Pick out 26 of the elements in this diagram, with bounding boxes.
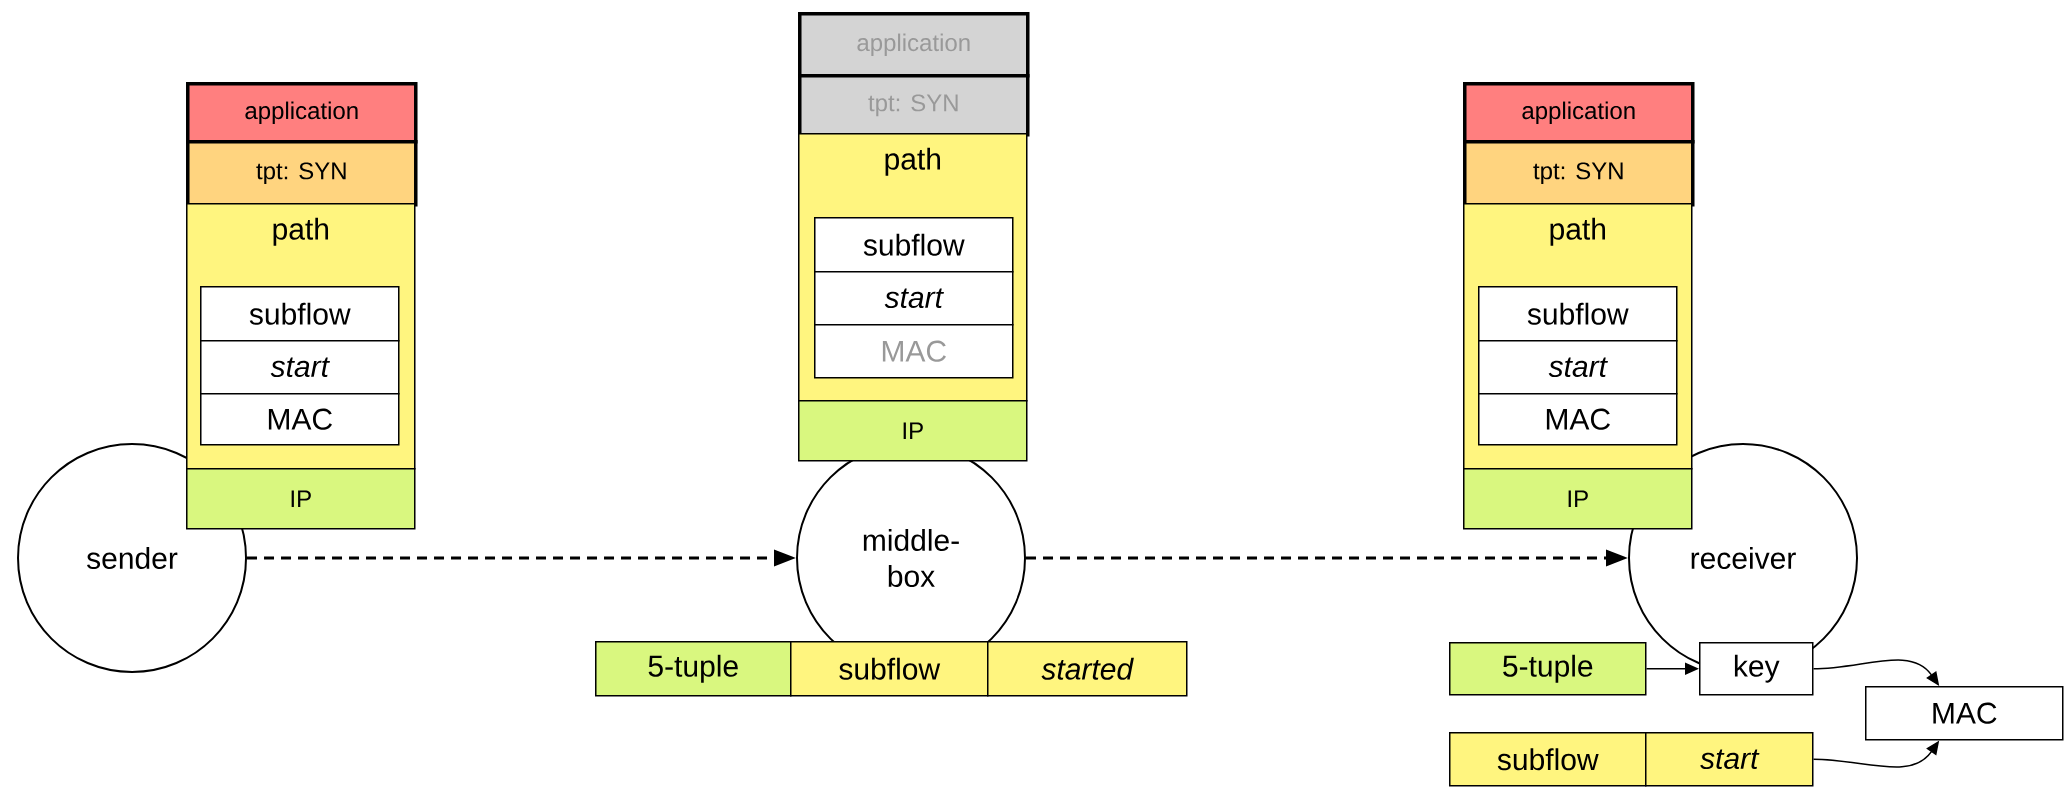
header-field-box: MAC: [814, 324, 1014, 379]
header-field-box: subflow: [814, 217, 1014, 273]
header-field-box: start: [1478, 340, 1678, 395]
mac-box: MAC: [1865, 686, 2064, 741]
table-cell: start: [1645, 732, 1814, 787]
table-cell: subflow: [790, 641, 989, 697]
table-cell: started: [987, 641, 1188, 697]
key-box: key: [1699, 642, 1814, 696]
header-field-box: subflow: [1478, 286, 1678, 342]
protocol-layer-box: application: [1463, 82, 1695, 144]
header-field-box: start: [200, 340, 400, 395]
protocol-layer-box: IP: [1463, 468, 1693, 530]
header-field-box: start: [814, 271, 1014, 326]
header-field-box: subflow: [200, 286, 400, 342]
table-cell: 5-tuple: [1449, 642, 1647, 696]
protocol-layer-box: IP: [798, 400, 1028, 462]
protocol-layer-box: tpt: SYN: [1463, 140, 1695, 207]
header-field-box: MAC: [200, 393, 400, 446]
protocol-layer-box: tpt: SYN: [186, 140, 418, 207]
table-cell: subflow: [1449, 732, 1647, 787]
table-cell: 5-tuple: [595, 641, 792, 697]
protocol-layer-box: IP: [186, 468, 416, 530]
protocol-layer-box: application: [798, 12, 1030, 78]
protocol-layer-box: tpt: SYN: [798, 74, 1030, 137]
header-field-box: MAC: [1478, 393, 1678, 446]
protocol-layer-box: application: [186, 82, 418, 144]
